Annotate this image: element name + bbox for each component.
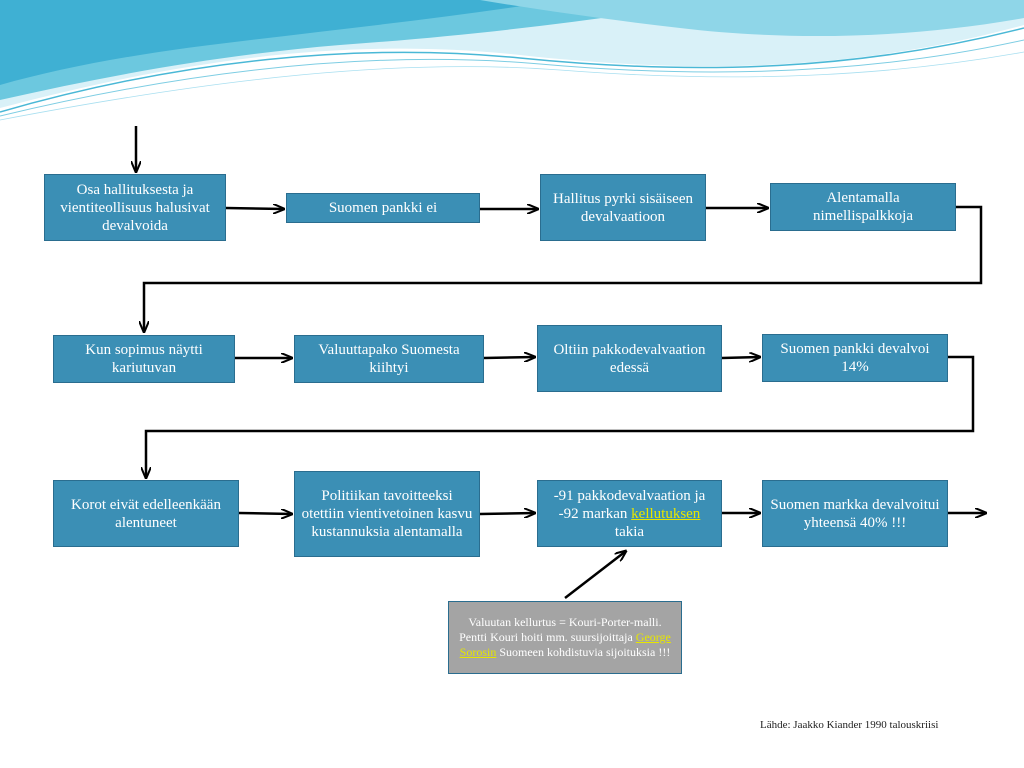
note-text: Valuutan kellurtus = Kouri-Porter-malli.…: [457, 615, 673, 660]
arrow-note-b11: [564, 551, 626, 599]
flow-box-4-text: Alentamalla nimellispalkkoja: [813, 190, 913, 224]
arrow-b1-b2: [225, 208, 284, 209]
flow-box-11-text-after: takia: [614, 523, 645, 540]
flow-box-3-text: Hallitus pyrki sisäiseen devalvaatioon: [553, 190, 693, 225]
kellutus-link[interactable]: kellutuksen: [631, 505, 701, 522]
flow-box-1-text: Osa hallituksesta ja vientiteollisuus ha…: [60, 181, 210, 234]
arrow-b4-b5: [144, 205, 983, 332]
flow-box-11: -91 pakkodevalvaation ja -92 markan kell…: [537, 480, 722, 547]
flow-box-9: Korot eivät edelleenkään alentuneet: [53, 480, 239, 547]
flow-box-9-text: Korot eivät edelleenkään alentuneet: [71, 496, 221, 531]
flow-box-8-text: Suomen pankki devalvoi 14%: [780, 341, 930, 375]
flow-box-6-text: Valuuttapako Suomesta kiihtyi: [318, 342, 460, 376]
arrow-b6-b7: [483, 357, 535, 358]
flow-box-11-text-before: -91 pakkodevalvaation ja -92 markan: [553, 487, 706, 522]
flow-box-10: Politiikan tavoitteeksi otettiin vientiv…: [294, 471, 480, 557]
flow-box-5: Kun sopimus näytti kariutuvan: [53, 335, 235, 383]
flow-box-5-text: Kun sopimus näytti kariutuvan: [85, 342, 203, 376]
flow-box-2-text: Suomen pankki ei: [328, 200, 438, 216]
flow-box-11-text: -91 pakkodevalvaation ja -92 markan kell…: [544, 487, 715, 541]
flow-box-1: Osa hallituksesta ja vientiteollisuus ha…: [44, 174, 226, 241]
source-citation: Lähde: Jaakko Kiander 1990 talouskriisi: [760, 719, 939, 731]
flow-box-2: Suomen pankki ei: [286, 193, 480, 223]
soros-link[interactable]: George Sorosin: [459, 630, 671, 659]
flow-box-12-text: Suomen markka devalvoitui yhteensä 40% !…: [770, 496, 940, 531]
note-box: Valuutan kellurtus = Kouri-Porter-malli.…: [448, 601, 682, 674]
note-text-before: Valuutan kellurtus = Kouri-Porter-malli.…: [459, 615, 662, 644]
flow-box-7-text: Oltiin pakkodevalvaation edessä: [553, 341, 706, 376]
flow-box-12: Suomen markka devalvoitui yhteensä 40% !…: [762, 480, 948, 547]
arrow-b9-b10: [238, 513, 292, 514]
flow-box-3: Hallitus pyrki sisäiseen devalvaatioon: [540, 174, 706, 241]
flow-box-8: Suomen pankki devalvoi 14%: [762, 334, 948, 382]
flow-box-4: Alentamalla nimellispalkkoja: [770, 183, 956, 231]
flow-box-7: Oltiin pakkodevalvaation edessä: [537, 325, 722, 392]
arrow-b10-b11: [479, 513, 535, 514]
note-text-after: Suomeen kohdistuvia sijoituksia !!!: [499, 645, 671, 659]
arrow-b7-b8: [721, 357, 760, 358]
flow-box-10-text: Politiikan tavoitteeksi otettiin vientiv…: [301, 488, 473, 540]
flow-box-6: Valuuttapako Suomesta kiihtyi: [294, 335, 484, 383]
arrow-b8-b9: [146, 355, 975, 478]
